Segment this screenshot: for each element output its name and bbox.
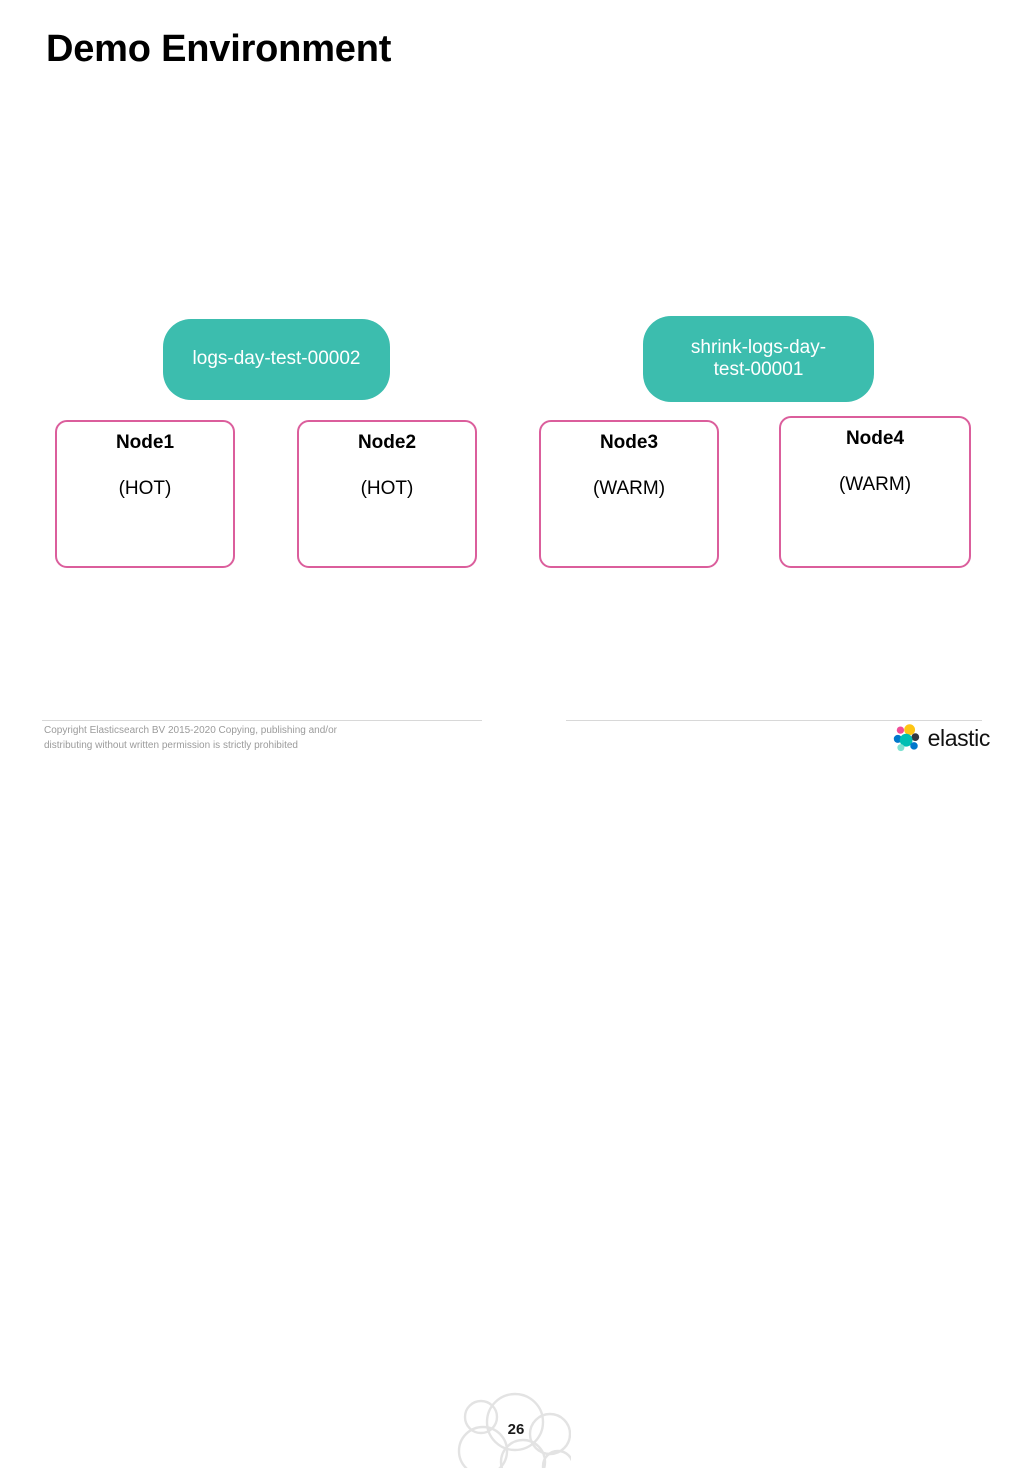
node-box-node3: Node3 (WARM) bbox=[539, 420, 719, 568]
demo-environment-diagram: logs-day-test-00002 shrink-logs-day-test… bbox=[0, 0, 1024, 700]
index-pill-label: logs-day-test-00002 bbox=[192, 348, 361, 370]
elastic-brand-logo: elastic bbox=[893, 724, 990, 752]
elastic-wordmark: elastic bbox=[927, 724, 991, 751]
node-box-node2: Node2 (HOT) bbox=[297, 420, 477, 568]
node-tier: (WARM) bbox=[592, 478, 666, 499]
elastic-logo-icon bbox=[893, 724, 919, 752]
node-tier: (WARM) bbox=[838, 474, 912, 495]
node-box-node4: Node4 (WARM) bbox=[779, 416, 971, 568]
node-name: Node3 bbox=[599, 432, 659, 453]
slide-footer: Copyright Elasticsearch BV 2015-2020 Cop… bbox=[0, 696, 1024, 1468]
node-box-node1: Node1 (HOT) bbox=[55, 420, 235, 568]
page-title: Demo Environment bbox=[46, 28, 392, 70]
node-name: Node1 bbox=[115, 432, 175, 453]
copyright-line-1: Copyright Elasticsearch BV 2015-2020 Cop… bbox=[44, 725, 337, 736]
copyright-line-2: distributing without written permission … bbox=[44, 739, 298, 751]
node-name: Node2 bbox=[357, 432, 417, 453]
footer-divider-right bbox=[566, 720, 982, 721]
index-pill-logs-day-test-00002: logs-day-test-00002 bbox=[163, 319, 390, 400]
page-mark: 26 bbox=[455, 1390, 571, 1468]
node-name: Node4 bbox=[845, 428, 905, 449]
copyright-notice: Copyright Elasticsearch BV 2015-2020 Cop… bbox=[44, 724, 444, 753]
node-tier: (HOT) bbox=[118, 478, 172, 499]
page-number: 26 bbox=[507, 1420, 525, 1438]
index-pill-shrink-logs-day-test-00001: shrink-logs-day-test-00001 bbox=[643, 316, 874, 402]
node-tier: (HOT) bbox=[360, 478, 414, 499]
footer-divider-left bbox=[42, 720, 482, 721]
index-pill-label: shrink-logs-day-test-00001 bbox=[690, 336, 827, 380]
